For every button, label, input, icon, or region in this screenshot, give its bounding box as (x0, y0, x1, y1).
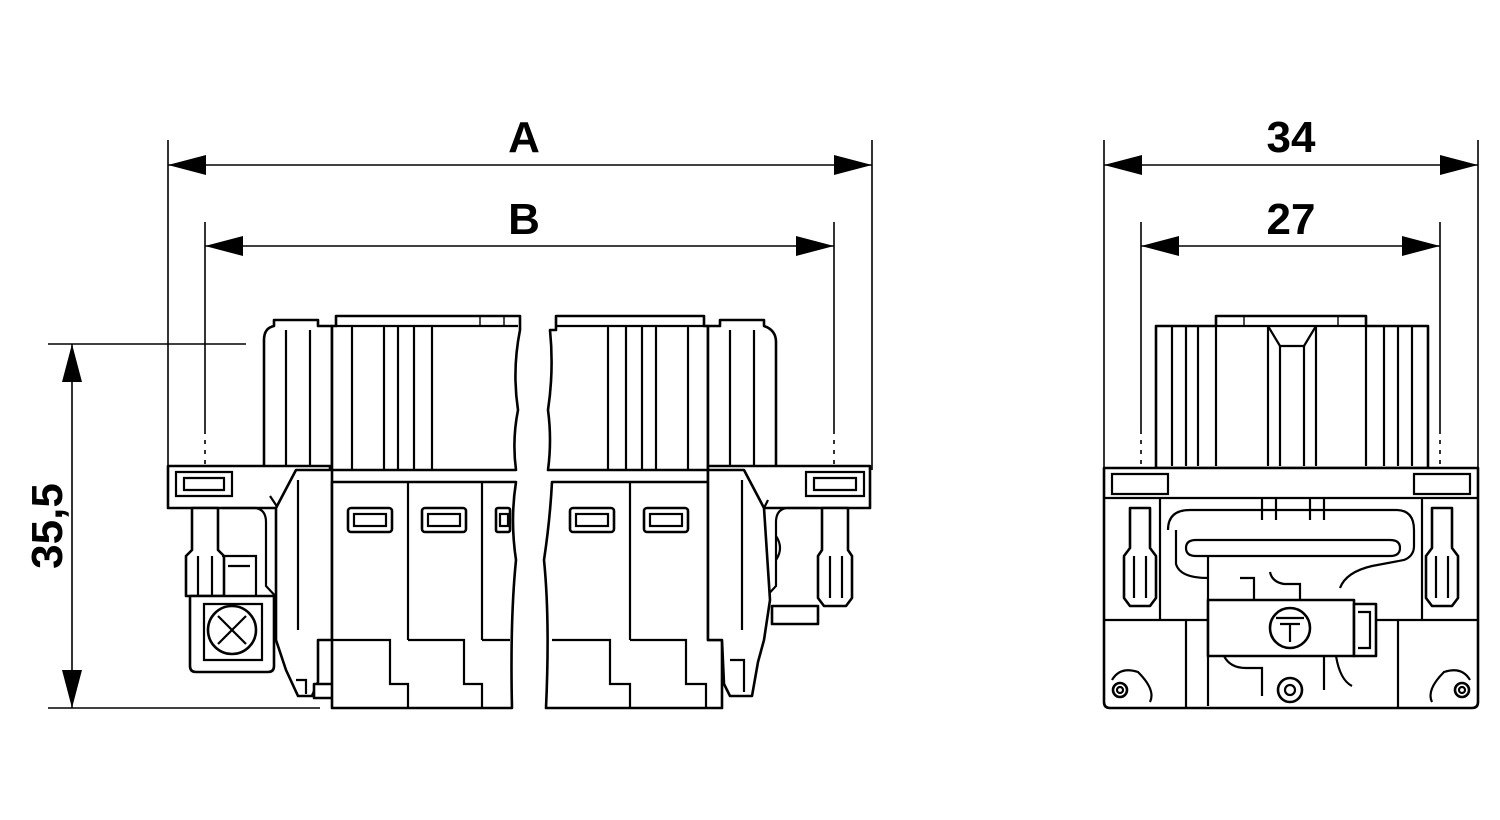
side-left-pin (1122, 506, 1158, 608)
left-guide-pin (184, 506, 226, 598)
side-lower-body (1102, 466, 1480, 710)
dimension-a: A (167, 113, 873, 470)
top-center-left-block (330, 314, 522, 472)
side-hole-right (1453, 681, 1471, 699)
side-slot (1184, 538, 1402, 558)
left-upper-block (262, 318, 334, 470)
top-center-right-block (546, 314, 710, 472)
dimension-34: 34 (1103, 113, 1479, 470)
side-hole-center (1276, 676, 1304, 704)
side-hole-left (1111, 681, 1129, 699)
side-right-pin (1424, 506, 1460, 608)
dimension-34-label: 34 (1267, 113, 1316, 162)
lower-right-modules (542, 480, 724, 710)
right-lower-body (706, 468, 772, 698)
dimension-a-label: A (508, 113, 540, 162)
dimension-height-label: 35,5 (23, 483, 72, 569)
side-view (1102, 314, 1480, 710)
right-latch (749, 506, 818, 615)
dimension-27-label: 27 (1267, 195, 1316, 244)
side-upper-block (1154, 314, 1430, 470)
dimension-b-label: B (508, 195, 540, 244)
lower-left-modules (330, 480, 518, 710)
front-view (166, 314, 872, 710)
dimension-b: B (204, 195, 835, 470)
right-guide-pin (816, 506, 854, 608)
left-latch (222, 506, 293, 615)
right-upper-block (706, 318, 778, 470)
dimension-height: 35,5 (23, 343, 320, 709)
left-lower-body (274, 468, 334, 698)
dimension-27: 27 (1140, 195, 1441, 470)
